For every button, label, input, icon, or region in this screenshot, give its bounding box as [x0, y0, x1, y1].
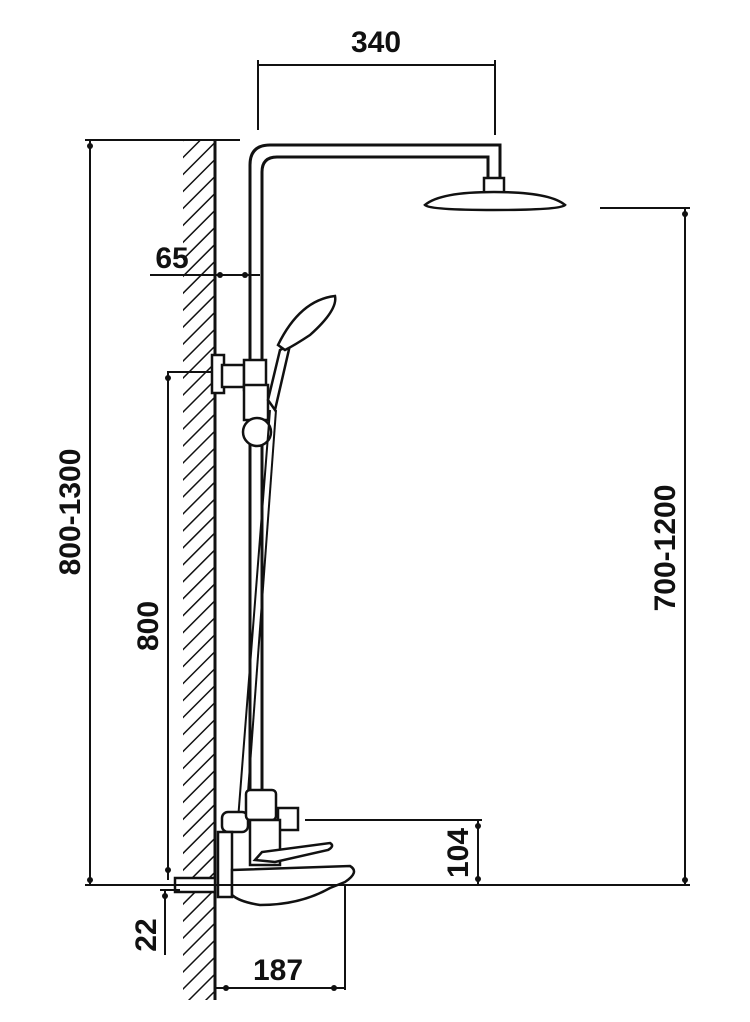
dimension-label-800-1300: 800-1300 — [54, 449, 87, 576]
dimension-bracket-height: 800 — [132, 371, 215, 880]
dimension-label-340: 340 — [351, 26, 401, 59]
dimension-label-22: 22 — [130, 918, 163, 951]
dimension-spout-reach: 187 — [215, 885, 346, 991]
slider-ball — [241, 416, 273, 448]
dimension-label-187: 187 — [253, 954, 303, 987]
dimension-label-700-1200: 700-1200 — [649, 485, 682, 612]
dimension-total-height: 800-1300 — [54, 139, 240, 885]
hand-shower-head — [276, 294, 337, 352]
dimension-below-floor: 22 — [130, 889, 180, 955]
dimension-mixer-height: 104 — [305, 819, 482, 885]
dimension-head-height: 700-1200 — [600, 207, 690, 885]
shower-column — [173, 143, 567, 907]
dimension-arm-reach: 340 — [257, 26, 496, 135]
mixer-handle — [252, 841, 334, 864]
dimension-label-800: 800 — [132, 601, 165, 651]
dimension-label-65: 65 — [155, 242, 188, 275]
wall — [183, 140, 217, 1000]
dimension-label-104: 104 — [442, 828, 475, 878]
rain-shower-head — [423, 190, 567, 212]
dimension-wall-offset: 65 — [150, 242, 260, 278]
